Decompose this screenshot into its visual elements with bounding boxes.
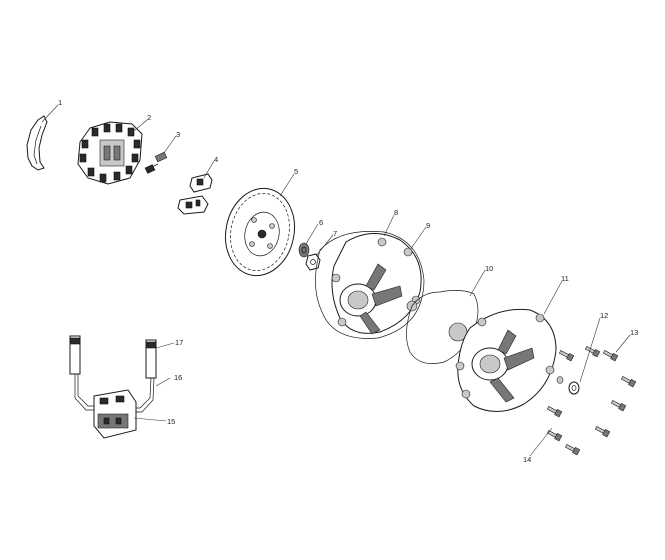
callout-8: 8 (394, 208, 398, 217)
part-13-bolts (558, 346, 637, 412)
part-4-pickup (177, 173, 213, 215)
leader-lines (41, 104, 631, 457)
callout-15: 15 (167, 417, 175, 426)
part-6-washer (298, 242, 310, 258)
callout-1: 1 (58, 98, 62, 107)
callout-5: 5 (294, 167, 298, 176)
callout-17: 17 (175, 338, 183, 347)
part-12-spacer (556, 376, 580, 395)
callout-3: 3 (176, 130, 180, 139)
callout-11: 11 (561, 274, 569, 283)
part-14-bolts (546, 406, 611, 456)
part-2-stator (77, 121, 143, 185)
callout-7: 7 (333, 229, 337, 238)
callout-9: 9 (426, 221, 430, 230)
callout-labels: 1 2 3 4 5 6 7 8 9 10 11 12 13 14 15 16 1… (58, 98, 638, 464)
part-17-connectors (69, 335, 157, 379)
part-15-regulator (93, 389, 137, 439)
part-5-flywheel (225, 187, 295, 277)
callout-14: 14 (523, 455, 531, 464)
callout-6: 6 (319, 218, 323, 227)
part-11-housing (455, 308, 557, 412)
part-7-nut (305, 253, 321, 271)
callout-16: 16 (174, 373, 182, 382)
callout-12: 12 (600, 311, 608, 320)
callout-4: 4 (214, 155, 218, 164)
callout-13: 13 (630, 328, 638, 337)
callout-2: 2 (147, 113, 151, 122)
part-1-bracket (26, 115, 48, 171)
part-3-screw (144, 151, 168, 174)
callout-10: 10 (485, 264, 493, 273)
